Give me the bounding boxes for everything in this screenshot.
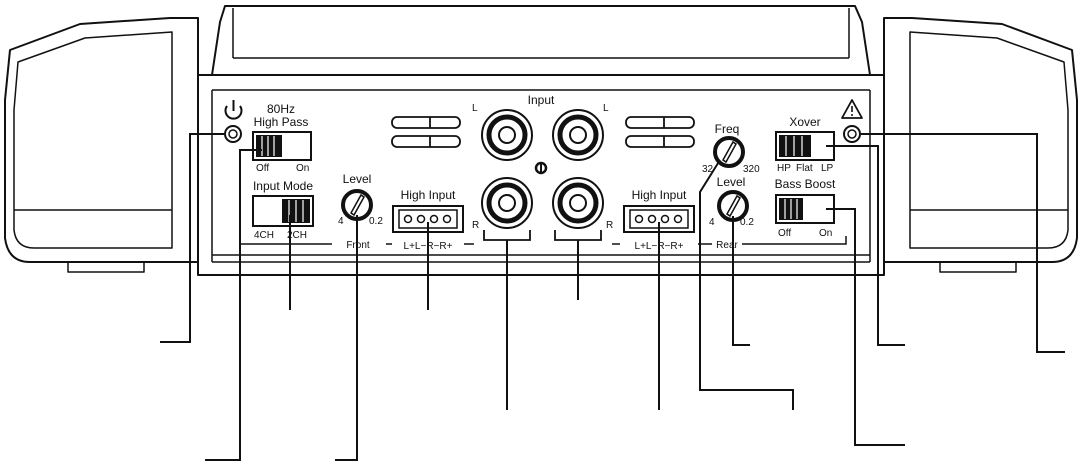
chassis <box>4 5 1078 276</box>
high-pass-switch[interactable]: 80Hz High Pass Off On <box>252 102 312 174</box>
freq-knob[interactable]: Freq 32 320 <box>702 122 760 175</box>
rear-level-min-label: 4 <box>709 217 715 228</box>
protection-led <box>841 99 863 143</box>
top-handle <box>211 5 871 76</box>
rear-level-title: Level <box>717 175 746 189</box>
vent-slots <box>391 116 695 148</box>
high-pass-title-line2: High Pass <box>254 115 309 129</box>
input-mode-2ch-label: 2CH <box>287 230 307 241</box>
input-mode-switch[interactable]: Input Mode 4CH 2CH <box>252 179 314 241</box>
high-pass-off-label: Off <box>256 163 269 174</box>
leader-lines <box>160 133 1065 461</box>
freq-title: Freq <box>715 122 740 136</box>
xover-switch[interactable]: Xover HP Flat LP <box>775 115 835 174</box>
right-wing <box>883 17 1078 263</box>
rear-level-max-label: 0.2 <box>740 217 754 228</box>
freq-max-label: 320 <box>743 164 760 175</box>
leader-high-pass <box>205 149 262 461</box>
front-level-min-label: 4 <box>338 216 344 227</box>
xover-flat-label: Flat <box>796 163 813 174</box>
warning-icon <box>841 99 863 119</box>
jack-right-top-label: L <box>603 103 609 114</box>
leader-freq <box>699 159 794 410</box>
jack-left-top-label: L <box>472 103 478 114</box>
high-pass-on-label: On <box>296 163 309 174</box>
front-label: Front <box>346 240 370 251</box>
rear-label: Rear <box>716 240 738 251</box>
power-icon <box>224 100 243 120</box>
power-led <box>224 100 243 143</box>
input-mode-4ch-label: 4CH <box>254 230 274 241</box>
xover-hp-label: HP <box>777 163 791 174</box>
xover-title: Xover <box>789 115 820 129</box>
jack-left-bottom-label: R <box>472 220 479 231</box>
left-wing <box>4 17 199 263</box>
control-panel-face <box>197 74 885 276</box>
rca-inputs[interactable]: Input L L R R <box>472 93 613 241</box>
leader-xover <box>826 145 905 346</box>
freq-min-label: 32 <box>702 164 714 175</box>
input-title: Input <box>528 93 555 107</box>
rear-high-input-title: High Input <box>632 188 687 202</box>
bass-boost-off-label: Off <box>778 228 791 239</box>
rear-level-knob[interactable]: Level 4 0.2 <box>709 175 754 228</box>
xover-lp-label: LP <box>821 163 834 174</box>
bass-boost-title: Bass Boost <box>775 177 836 191</box>
leader-bass-boost <box>826 208 905 446</box>
input-mode-title: Input Mode <box>253 179 313 193</box>
high-pass-title-line1: 80Hz <box>267 102 295 116</box>
leader-front-level <box>335 215 358 461</box>
leader-power-led <box>160 133 224 343</box>
bass-boost-on-label: On <box>819 228 832 239</box>
front-level-max-label: 0.2 <box>369 216 383 227</box>
front-level-title: Level <box>343 172 372 186</box>
leader-protection-led <box>861 133 1065 353</box>
front-high-input-title: High Input <box>401 188 456 202</box>
leader-rear-level <box>732 216 750 346</box>
jack-right-bottom-label: R <box>606 220 613 231</box>
